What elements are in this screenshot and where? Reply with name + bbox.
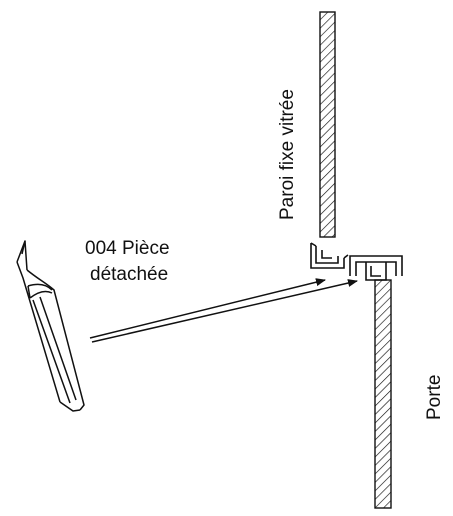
door-label: Porte xyxy=(424,375,445,420)
part-label-line1: 004 Pièce xyxy=(85,238,170,259)
arrow-to-door-seal xyxy=(91,279,358,343)
seal-profile-fixed xyxy=(310,242,349,269)
leader-arrows xyxy=(89,278,358,343)
seal-profile-door xyxy=(349,255,403,281)
fixed-panel-label: Paroi fixe vitrée xyxy=(277,89,298,220)
arrow-to-fixed-seal xyxy=(89,278,326,339)
fixed-glass-panel xyxy=(319,11,336,238)
detached-part-drawing xyxy=(16,240,85,412)
part-label-line2: détachée xyxy=(90,264,168,285)
door-panel xyxy=(374,279,392,509)
